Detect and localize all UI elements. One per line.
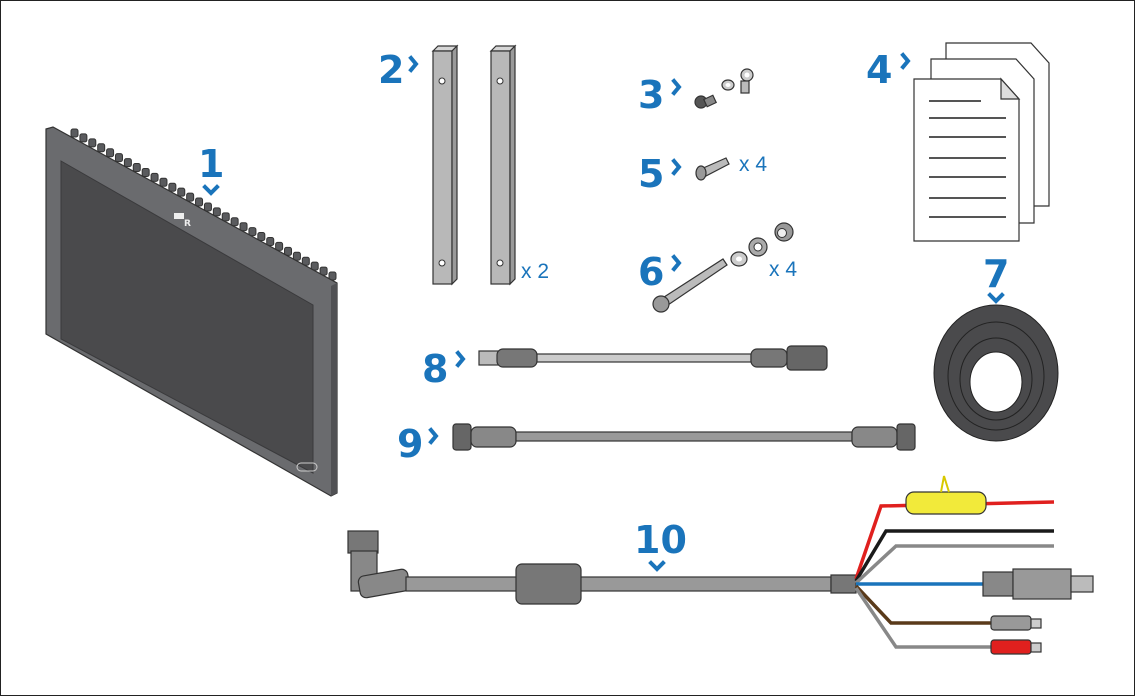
cooling-fin [106,148,115,158]
label-6: 6 [638,250,682,294]
svg-text:2: 2 [378,48,404,92]
svg-text:7: 7 [983,252,1009,296]
network-cable [452,423,916,451]
arrow-down-icon [987,292,1005,304]
cooling-fin [177,187,186,197]
cooling-fin [292,251,301,261]
arrow-right-icon [428,427,439,445]
label-9: 9 [397,422,439,466]
cooling-fin [168,182,177,192]
cooling-fin [212,207,221,217]
quantity-2: x 2 [521,260,549,283]
label-3: 3 [638,73,682,117]
cooling-fin [239,222,248,232]
cooling-fin [230,217,239,227]
adapter-cable [478,345,828,371]
cooling-fin [123,158,132,168]
svg-text:5: 5 [638,152,664,196]
cooling-fin [248,227,257,237]
cooling-fin [159,177,168,187]
documentation [913,42,1050,242]
quantity-6: x 4 [769,258,797,281]
cooling-fin [88,138,97,148]
mounting-brackets [431,44,517,286]
svg-text:6: 6 [638,250,664,294]
fixing-screw [695,157,730,181]
brand-logo [174,213,184,219]
label-5: 5 [638,152,682,196]
svg-text:8: 8 [422,347,448,391]
arrow-down-icon [202,184,220,196]
svg-text:10: 10 [634,518,687,562]
badge [296,462,318,472]
cooling-fin [203,202,212,212]
cooling-fins [70,128,337,281]
arrow-right-icon [900,52,911,70]
cooling-fin [275,241,284,251]
svg-text:1: 1 [198,142,224,186]
cooling-fin [195,197,204,207]
cooling-fin [79,133,88,143]
cooling-fin [221,212,230,222]
label-1: 1 [198,142,224,196]
cooling-fin [97,143,106,153]
quantity-5: x 4 [739,153,767,176]
svg-text:9: 9 [397,422,423,466]
label-8: 8 [422,347,466,391]
label-2: 2 [378,48,419,92]
cooling-fin [266,236,275,246]
cooling-fin [141,167,150,177]
arrow-right-icon [455,350,466,368]
arrow-right-icon [671,78,682,96]
label-7: 7 [983,252,1009,304]
cooling-fin [114,153,123,163]
cooling-fin [186,192,195,202]
power-video-cable [347,475,1094,655]
svg-text:R: R [184,219,191,229]
bolt-set [652,222,794,313]
cooling-fin [132,163,141,173]
svg-text:3: 3 [638,73,664,117]
ground-hardware [694,68,754,109]
cooling-fin [150,172,159,182]
cooling-fin [284,246,293,256]
display-unit: R [45,126,338,497]
label-4: 4 [866,48,911,92]
gasket-coil [933,304,1059,442]
arrow-right-icon [671,158,682,176]
cooling-fin [257,232,266,242]
arrow-right-icon [408,55,419,73]
label-10: 10 [634,518,687,572]
arrow-right-icon [671,254,682,272]
arrow-down-icon [648,560,666,572]
svg-text:4: 4 [866,48,892,92]
cooling-fin [70,128,79,138]
